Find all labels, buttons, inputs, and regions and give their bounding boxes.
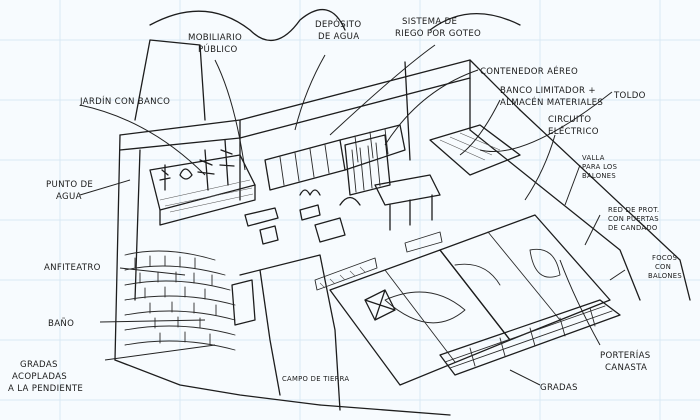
label-gradas: GRADAS — [540, 383, 578, 393]
label-focos-1: FOCOS — [652, 254, 677, 262]
label-focos-3: BALONES — [648, 272, 682, 280]
label-deposito-1: DEPÓSITO — [315, 18, 361, 30]
label-red-2: CON PUERTAS — [608, 215, 659, 223]
public-furniture — [244, 189, 361, 245]
label-valla-3: BALONES — [582, 172, 616, 180]
label-circuito-1: CIRCUITO — [548, 115, 591, 125]
label-riego-1: SISTEMA DE — [402, 17, 457, 27]
label-campo-tierra: CAMPO DE TIERRA — [282, 375, 349, 383]
label-contenedor: CONTENEDOR AÉREO — [480, 65, 578, 77]
leader-lines — [79, 44, 626, 386]
sports-courts — [314, 214, 621, 386]
label-punto-2: AGUA — [56, 192, 82, 202]
label-banco-1: BANCO LIMITADOR + — [500, 86, 596, 96]
label-riego-2: RIEGO POR GOTEO — [395, 29, 481, 39]
label-toldo: TOLDO — [613, 91, 646, 101]
label-bano: BAÑO — [48, 318, 74, 329]
amphitheatre-seating — [124, 250, 256, 351]
label-jardin: JARDÍN CON BANCO — [79, 95, 170, 107]
label-focos-2: CON — [655, 263, 671, 271]
label-red-1: RED DE PROT. — [608, 206, 659, 214]
annotations: MOBILIARIO PÚBLICO DEPÓSITO DE AGUA SIST… — [8, 17, 682, 394]
label-anfiteatro: ANFITEATRO — [44, 263, 101, 273]
containers — [264, 124, 521, 231]
label-punto-1: PUNTO DE — [46, 180, 93, 190]
label-valla-1: VALLA — [582, 154, 605, 162]
garden-planter — [149, 139, 256, 226]
label-gradas-ac-2: ACOPLADAS — [12, 372, 67, 382]
label-porterias-1: PORTERÍAS — [600, 349, 651, 361]
label-porterias-2: CANASTA — [605, 363, 647, 373]
label-mobiliario-2: PÚBLICO — [198, 43, 238, 55]
label-deposito-2: DE AGUA — [318, 32, 359, 42]
label-mobiliario-1: MOBILIARIO — [188, 33, 242, 43]
label-red-3: DE CANDADO — [608, 224, 658, 232]
label-gradas-ac-3: A LA PENDIENTE — [8, 384, 83, 394]
label-circuito-2: ELÉCTRICO — [548, 125, 599, 137]
label-banco-2: ALMACÉN MATERIALES — [500, 96, 603, 108]
label-gradas-ac-1: GRADAS — [20, 360, 58, 370]
label-valla-2: PARA LOS — [582, 163, 617, 171]
